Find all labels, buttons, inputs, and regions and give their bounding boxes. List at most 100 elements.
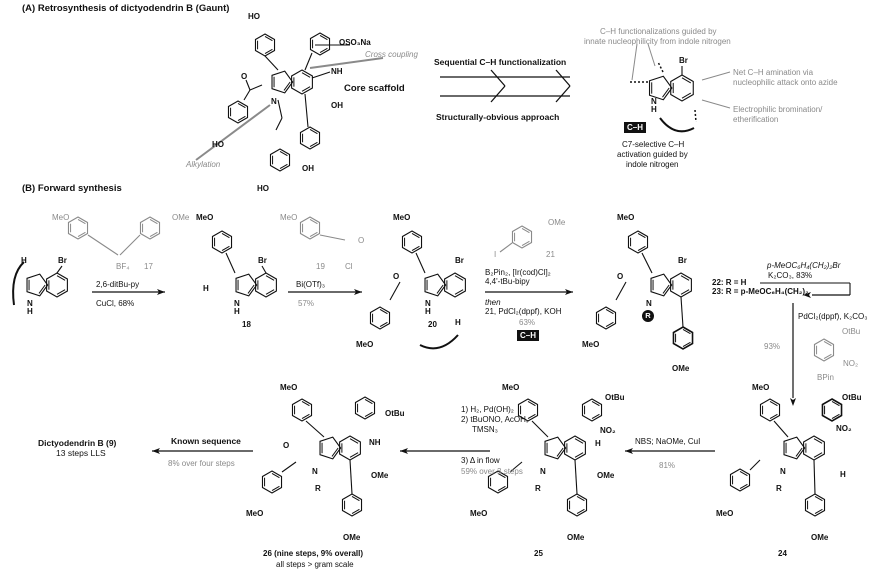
open-arrow: [555, 85, 571, 103]
note-text: nucleophilic attack onto azide: [733, 78, 838, 87]
double-bond: [364, 411, 373, 418]
double-bond: [149, 231, 158, 238]
benzene-ring: [813, 338, 835, 362]
atom-label: OtBu: [605, 393, 625, 402]
double-bond: [265, 275, 275, 281]
double-bond: [279, 163, 288, 170]
atom-label: NO₂: [836, 424, 852, 433]
double-bond: [379, 321, 388, 328]
atom-label: NO₂: [600, 426, 616, 435]
benzene-ring: [46, 272, 68, 298]
bond: [509, 461, 523, 473]
atom-label: H: [234, 307, 240, 316]
atom-label: MeO: [582, 340, 600, 349]
double-bond: [497, 485, 506, 492]
atom-label: N: [646, 299, 652, 308]
benzene-ring: [566, 493, 588, 517]
double-bond: [831, 413, 840, 420]
benzene-ring: [803, 435, 825, 461]
double-bond: [351, 508, 360, 515]
double-bond: [237, 102, 246, 109]
double-bond: [454, 289, 464, 295]
cross-coupling-annotation: Cross coupling: [365, 50, 418, 59]
reagent-text: Bi(OTf)₃: [296, 280, 326, 289]
sequential-ch-label: Sequential C–H functionalization: [434, 57, 567, 67]
yield-text: 8% over four steps: [168, 459, 235, 468]
double-bond: [309, 231, 318, 238]
yield-text: 57%: [298, 299, 315, 308]
benzene-ring: [341, 493, 363, 517]
atom-label: O: [283, 441, 290, 450]
atom-label: N: [651, 97, 657, 106]
atom-label: OH: [331, 101, 343, 110]
atom-label: N: [540, 467, 546, 476]
atom-label: OMe: [548, 218, 566, 227]
double-bond: [574, 452, 584, 458]
section-b-title: (B) Forward synthesis: [22, 183, 122, 194]
double-bond: [831, 400, 840, 407]
atom-label: H: [21, 256, 27, 265]
atom-label: OtBu: [842, 393, 862, 402]
double-bond: [739, 470, 748, 477]
note-text: C–H functionalizations guided by: [600, 27, 717, 36]
double-bond: [739, 483, 748, 490]
yield-text: 63%: [519, 318, 536, 327]
benzene-ring: [211, 230, 233, 254]
compound-number: 25: [534, 549, 543, 558]
double-bond: [38, 284, 46, 294]
bond: [305, 420, 325, 438]
note-text: Net C–H amination via: [733, 68, 814, 77]
benzene-ring: [67, 216, 89, 240]
bond: [615, 281, 627, 301]
double-bond: [265, 289, 275, 295]
reagent-text: B₂Pin₂, [Ir(cod)Cl]₂: [485, 268, 551, 277]
atom-label: O: [358, 236, 365, 245]
atom-label: N: [234, 299, 240, 308]
atom-label: OtBu: [842, 327, 861, 336]
benzene-ring: [444, 272, 466, 298]
double-bond: [605, 308, 614, 315]
double-bond: [351, 495, 360, 502]
atom-label: Br: [678, 256, 687, 265]
double-bond: [814, 495, 823, 502]
atom-label: MeO: [196, 213, 214, 222]
reagent-text: 3) Δ in flow: [461, 456, 500, 465]
double-bond: [379, 308, 388, 315]
product-name: Dictyodendrin B (9): [38, 438, 117, 448]
compound-number: 19: [316, 262, 325, 271]
pyrrole-ring: [648, 75, 673, 101]
r-group-circle: R: [642, 310, 654, 322]
double-bond: [271, 485, 280, 492]
double-bond: [301, 86, 311, 92]
benzene-ring: [299, 216, 321, 240]
double-bond: [521, 240, 530, 247]
reagent-text: 2,6-ditBu-py: [96, 280, 140, 289]
r-definition: 23: R = p-MeOC₆H₄(CH₂)₂: [712, 287, 809, 296]
atom-label: HO: [248, 12, 260, 21]
annotation-arrow: [631, 43, 638, 81]
bond: [277, 99, 283, 119]
yield-text: 93%: [764, 342, 781, 351]
double-bond: [454, 275, 464, 281]
bond: [319, 234, 346, 241]
atom-label: OSO₃Na: [339, 38, 371, 47]
double-bond: [149, 218, 158, 225]
atom-label: MeO: [280, 383, 298, 392]
double-bond: [576, 495, 585, 502]
atom-label: Br: [258, 256, 267, 265]
benzene-ring: [581, 398, 603, 422]
double-bond: [309, 218, 318, 225]
annotation-line: [309, 57, 384, 69]
double-bond: [221, 245, 230, 252]
double-bond: [591, 413, 600, 420]
note-text: activation guided by: [617, 150, 688, 159]
ch-badge: C–H: [624, 122, 647, 133]
atom-label: R: [776, 484, 782, 493]
double-bond: [221, 232, 230, 239]
benzene-ring: [299, 126, 321, 150]
pyrrole-ring: [544, 436, 567, 460]
reagent-text: 21, PdCl₂(dppf), KOH: [485, 307, 562, 316]
benzene-ring: [401, 230, 423, 254]
bond: [641, 252, 653, 274]
